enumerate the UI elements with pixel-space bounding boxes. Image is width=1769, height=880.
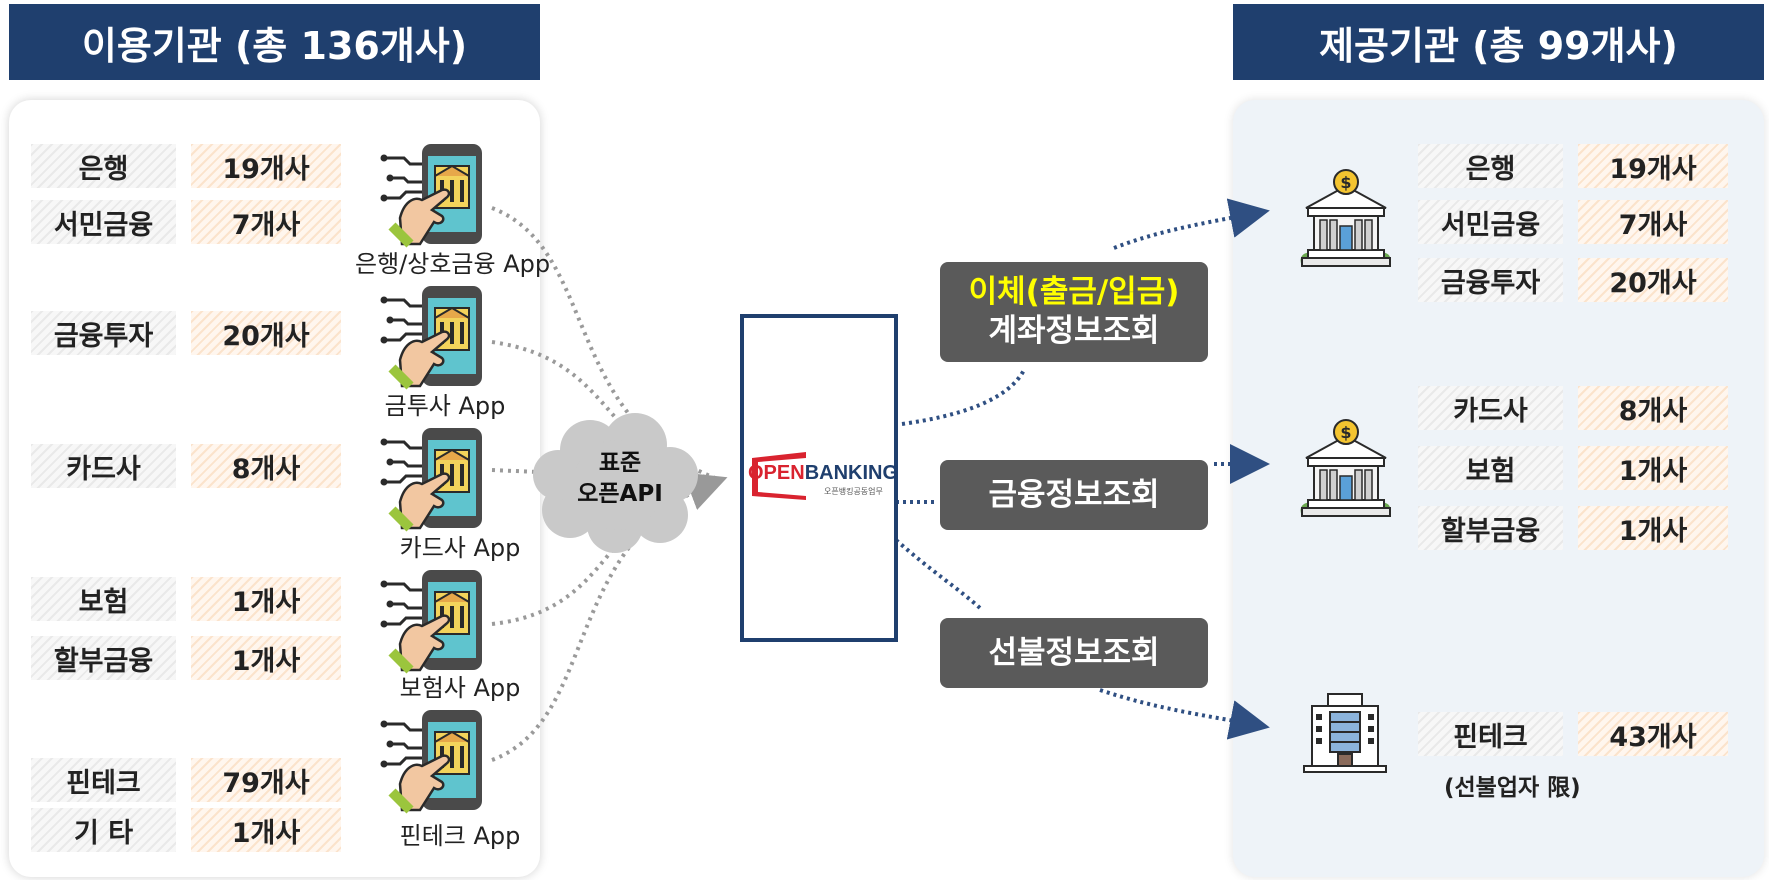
service-connector: [894, 538, 982, 610]
openbanking-box: OPENBANKING 오픈뱅킹공동업무: [740, 314, 898, 642]
left-group-count: 1개사: [191, 636, 341, 680]
right-group-name: 할부금융: [1418, 506, 1563, 550]
right-group-count: 7개사: [1578, 200, 1728, 244]
right-group-name: 금융투자: [1418, 258, 1563, 302]
logo-open: OPEN: [748, 462, 805, 484]
left-group-name: 카드사: [31, 444, 176, 488]
right-group-count: 20개사: [1578, 258, 1728, 302]
service-connector: [1099, 688, 1270, 740]
insurance-app-icon: [380, 566, 490, 676]
openbanking-subtitle: 오픈뱅킹공동업무: [824, 487, 883, 496]
left-group-name: 핀테크: [31, 758, 176, 802]
app-label: 금투사 App: [384, 392, 506, 420]
left-group-count: 20개사: [191, 311, 341, 355]
right-group-name: 은행: [1418, 144, 1563, 188]
cloud-label: 표준 오픈API: [565, 448, 675, 510]
transfer-line1: 이체(출금/입금): [968, 274, 1180, 311]
right-header: 제공기관 (총 99개사): [1233, 4, 1764, 80]
transfer-service: 이체(출금/입금) 계좌정보조회: [940, 262, 1208, 362]
left-group-name: 보험: [31, 577, 176, 621]
bank-building-icon: [1296, 418, 1396, 518]
cloud-line1: 표준: [598, 450, 642, 476]
left-group-name: 기 타: [31, 808, 176, 852]
left-group-count: 19개사: [191, 144, 341, 188]
left-group-name: 금융투자: [31, 311, 176, 355]
left-group-count: 7개사: [191, 200, 341, 244]
finance-info-service: 금융정보조회: [940, 460, 1208, 530]
left-group-count: 1개사: [191, 808, 341, 852]
securities-app-icon: [380, 282, 490, 392]
openbanking-logo: OPENBANKING: [748, 462, 898, 485]
app-label: 보험사 App: [399, 674, 521, 702]
cloud-line2: 오픈API: [577, 481, 663, 508]
right-group-count: 43개사: [1578, 712, 1728, 756]
logo-banking: BANKING: [804, 462, 899, 484]
left-group-name: 서민금융: [31, 200, 176, 244]
right-group-count: 19개사: [1578, 144, 1728, 188]
transfer-line2: 계좌정보조회: [988, 313, 1160, 349]
left-group-count: 8개사: [191, 444, 341, 488]
office-building-icon: [1303, 693, 1387, 773]
bank-app-icon: [380, 140, 490, 250]
left-group-count: 1개사: [191, 577, 341, 621]
right-group-count: 8개사: [1578, 386, 1728, 430]
app-label: 핀테크 App: [399, 822, 521, 850]
app-label: 카드사 App: [399, 534, 521, 562]
right-group-name: 서민금융: [1418, 200, 1563, 244]
right-group-name: 보험: [1418, 446, 1563, 490]
card-app-icon: [380, 424, 490, 534]
left-group-name: 은행: [31, 144, 176, 188]
app-connector: [491, 472, 728, 762]
service-connector: [1113, 198, 1270, 250]
right-group-count: 1개사: [1578, 446, 1728, 490]
right-group-count: 1개사: [1578, 506, 1728, 550]
app-label: 은행/상호금융 App: [355, 250, 551, 278]
right-group-name: 카드사: [1418, 386, 1563, 430]
fintech-note: (선불업자 限): [1444, 775, 1581, 801]
fintech-app-icon: [380, 706, 490, 816]
cloud-icon: [533, 413, 698, 553]
left-group-count: 79개사: [191, 758, 341, 802]
bank-building-icon: [1296, 168, 1396, 268]
right-group-name: 핀테크: [1418, 712, 1563, 756]
openbanking-logo-bracket: [752, 452, 806, 500]
left-group-name: 할부금융: [31, 636, 176, 680]
service-connector: [901, 367, 1027, 426]
prepaid-info-service: 선불정보조회: [940, 618, 1208, 688]
left-header: 이용기관 (총 136개사): [9, 4, 540, 80]
